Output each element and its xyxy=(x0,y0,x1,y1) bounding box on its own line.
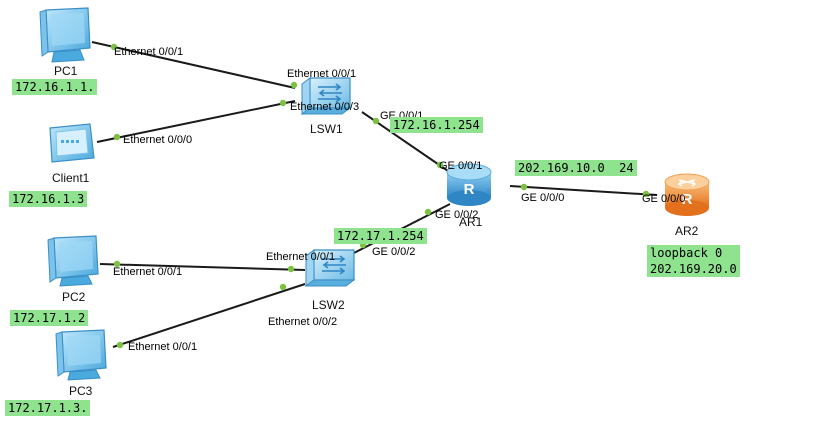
ip-note: 172.17.1.254 xyxy=(334,228,427,244)
pc3-label: PC3 xyxy=(69,384,93,398)
port-label: Ethernet 0/0/1 xyxy=(114,46,184,58)
port-label: Ethernet 0/0/1 xyxy=(266,251,336,263)
link-pc3-lsw2 xyxy=(112,283,306,348)
link-pc2-lsw2 xyxy=(99,263,306,271)
port-dot xyxy=(110,43,118,51)
port-dot xyxy=(113,260,121,268)
port-label: GE 0/0/2 xyxy=(372,246,416,258)
pc2-icon[interactable] xyxy=(47,235,99,287)
svg-text:R: R xyxy=(682,191,693,208)
lsw2-label: LSW2 xyxy=(312,298,345,312)
ar2-router-icon[interactable]: R xyxy=(664,173,710,216)
ip-note: 172.17.1.2 xyxy=(10,310,89,326)
port-dot xyxy=(287,265,295,273)
port-label: Ethernet 0/0/1 xyxy=(113,266,183,278)
port-dot xyxy=(290,81,298,89)
lsw1-label: LSW1 xyxy=(310,122,343,136)
pc2-label: PC2 xyxy=(62,290,86,304)
ar1-router-icon[interactable]: R xyxy=(446,163,492,206)
link-client1-lsw1 xyxy=(96,100,296,143)
port-label: GE 0/0/0 xyxy=(521,192,565,204)
client1-icon[interactable] xyxy=(49,123,95,163)
pc3-icon[interactable] xyxy=(55,329,107,381)
port-label: GE 0/0/0 xyxy=(642,193,686,205)
port-label: Ethernet 0/0/1 xyxy=(128,341,198,353)
ar1-label: AR1 xyxy=(459,215,483,229)
port-label: Ethernet 0/0/0 xyxy=(123,134,193,146)
port-dot xyxy=(116,341,124,349)
link-ar1-ar2 xyxy=(509,185,658,196)
ip-note: 172.17.1.3. xyxy=(5,400,91,416)
port-label: Ethernet 0/0/1 xyxy=(287,68,357,80)
port-label: Ethernet 0/0/3 xyxy=(290,101,360,113)
ip-note: 172.16.1.254 xyxy=(390,117,483,133)
port-dot xyxy=(642,190,650,198)
links xyxy=(91,41,658,348)
client1-label: Client1 xyxy=(52,171,90,185)
port-label: GE 0/0/1 xyxy=(439,160,483,172)
ip-note: 172.16.1.3 xyxy=(9,191,88,207)
port-dot xyxy=(279,283,287,291)
port-dot xyxy=(113,133,121,141)
lsw1-icon[interactable] xyxy=(300,77,352,115)
pc1-icon[interactable] xyxy=(39,7,91,63)
loopback-note: loopback 0 202.169.20.0 xyxy=(647,245,740,277)
ar2-label: AR2 xyxy=(675,224,699,238)
link-pc1-lsw1 xyxy=(91,41,296,89)
port-dot xyxy=(279,99,287,107)
port-dot xyxy=(520,183,528,191)
port-dots xyxy=(110,43,650,349)
svg-text:R: R xyxy=(464,181,475,198)
ip-note: 202.169.10.0 24 xyxy=(515,160,637,176)
port-label: GE 0/0/2 xyxy=(435,209,479,221)
lsw2-icon[interactable] xyxy=(304,249,356,287)
port-dot xyxy=(436,161,444,169)
ip-note: 172.16.1.1. xyxy=(12,79,98,95)
pc1-label: PC1 xyxy=(54,64,78,78)
port-dot xyxy=(372,117,380,125)
port-label: Ethernet 0/0/2 xyxy=(268,316,338,328)
port-dot xyxy=(424,208,432,216)
